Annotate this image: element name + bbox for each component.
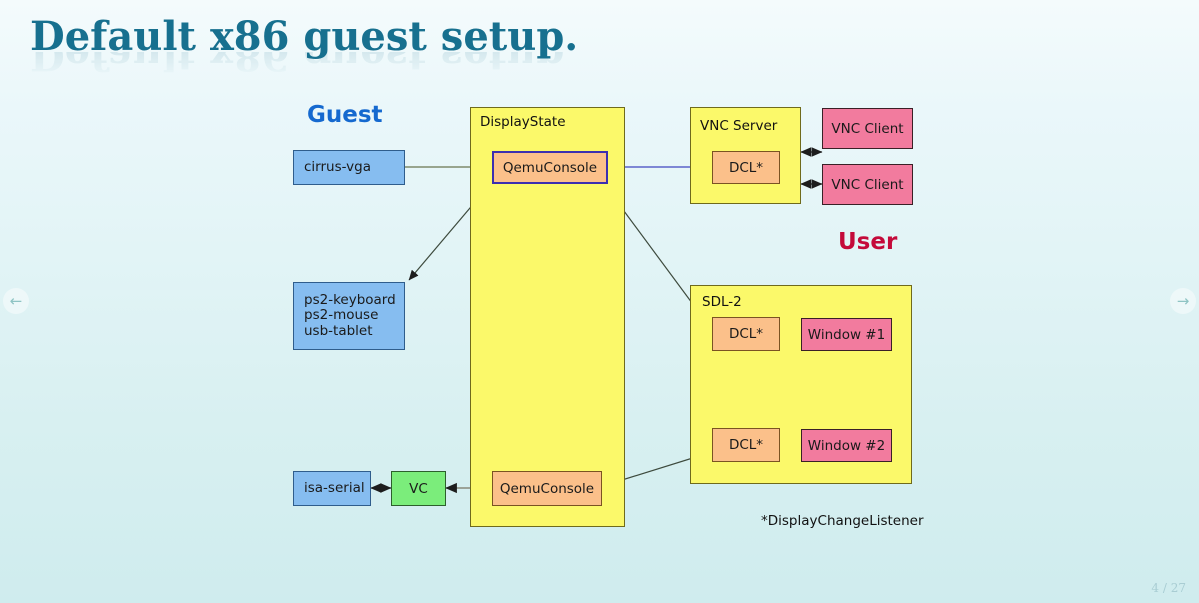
page-indicator: 4 / 27 bbox=[1151, 581, 1186, 595]
node-window-1[interactable]: Window #1 bbox=[801, 318, 892, 351]
node-dcl-sdl-2-label: DCL* bbox=[728, 437, 764, 453]
node-window-2[interactable]: Window #2 bbox=[801, 429, 892, 462]
node-dcl-sdl-2[interactable]: DCL* bbox=[712, 428, 780, 462]
node-cirrus-vga[interactable]: cirrus-vga bbox=[293, 150, 405, 185]
node-vnc-client-1-label: VNC Client bbox=[831, 120, 904, 137]
zone-label-guest: Guest bbox=[307, 102, 383, 128]
node-qemuconsole-1-label: QemuConsole bbox=[502, 159, 598, 176]
node-window-2-label: Window #2 bbox=[807, 437, 886, 454]
node-isa-serial[interactable]: isa-serial bbox=[293, 471, 371, 506]
node-input-devices-label: ps2-keyboard ps2-mouse usb-tablet bbox=[294, 291, 404, 340]
node-vnc-client-2[interactable]: VNC Client bbox=[822, 164, 913, 205]
node-dcl-vnc-label: DCL* bbox=[728, 159, 764, 176]
node-qemuconsole-2-label: QemuConsole bbox=[499, 480, 595, 497]
prev-slide-button[interactable]: ← bbox=[3, 288, 29, 314]
node-qemuconsole-2[interactable]: QemuConsole bbox=[492, 471, 602, 506]
node-input-devices-line-2: ps2-mouse bbox=[304, 307, 379, 324]
slide-title-block: Default x86 guest setup. Default x86 gue… bbox=[30, 13, 579, 79]
node-vnc-client-2-label: VNC Client bbox=[831, 176, 904, 193]
footnote-dcl: *DisplayChangeListener bbox=[761, 513, 924, 529]
container-sdl2-label: SDL-2 bbox=[702, 294, 742, 310]
node-input-devices[interactable]: ps2-keyboard ps2-mouse usb-tablet bbox=[293, 282, 405, 350]
node-vnc-client-1[interactable]: VNC Client bbox=[822, 108, 913, 149]
container-displaystate-label: DisplayState bbox=[480, 114, 566, 130]
node-vc-label: VC bbox=[409, 480, 428, 497]
page-title: Default x86 guest setup. bbox=[30, 13, 579, 60]
arrow-left-icon: ← bbox=[9, 291, 23, 310]
node-qemuconsole-1[interactable]: QemuConsole bbox=[492, 151, 608, 184]
container-vnc-server-label: VNC Server bbox=[700, 118, 778, 134]
node-input-devices-line-3: usb-tablet bbox=[304, 322, 373, 339]
node-window-1-label: Window #1 bbox=[807, 326, 886, 343]
node-dcl-sdl-1[interactable]: DCL* bbox=[712, 317, 780, 351]
node-isa-serial-label: isa-serial bbox=[304, 479, 365, 496]
node-input-devices-line-1: ps2-keyboard bbox=[304, 291, 396, 308]
node-dcl-vnc[interactable]: DCL* bbox=[712, 151, 780, 184]
node-dcl-sdl-1-label: DCL* bbox=[728, 326, 764, 342]
next-slide-button[interactable]: → bbox=[1170, 288, 1196, 314]
node-vc[interactable]: VC bbox=[391, 471, 446, 506]
node-cirrus-vga-label: cirrus-vga bbox=[304, 158, 371, 175]
arrow-right-icon: → bbox=[1176, 291, 1190, 310]
page-title-reflection: Default x86 guest setup. bbox=[30, 52, 579, 78]
zone-label-user: User bbox=[838, 229, 898, 255]
